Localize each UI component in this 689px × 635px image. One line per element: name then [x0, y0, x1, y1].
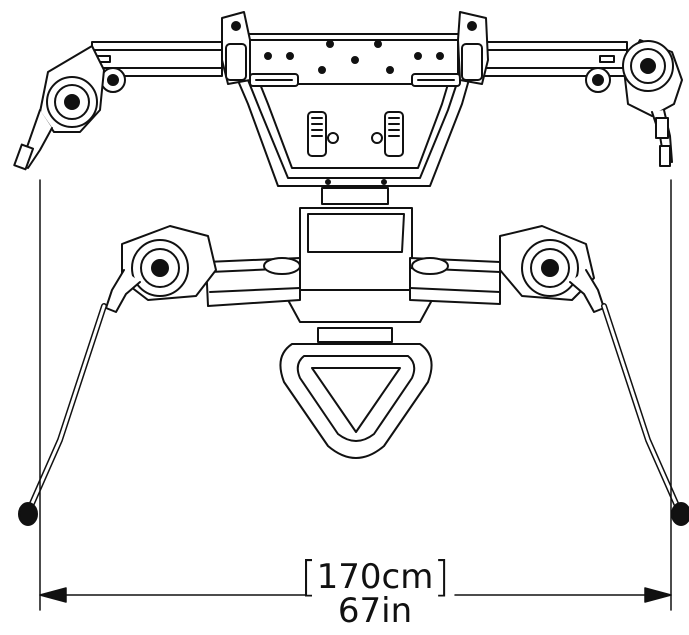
side-arm-left [205, 257, 301, 307]
pulley-top-left [13, 45, 105, 171]
dimension-imperial-label: 67in [337, 591, 413, 631]
arrow-left-icon [39, 587, 67, 603]
main-frame [235, 33, 471, 187]
cable-right [601, 303, 689, 526]
seat-post [287, 187, 433, 343]
pulley-mid-right [499, 225, 605, 313]
dimension-line [39, 179, 672, 611]
seat [279, 343, 433, 459]
side-arm-right [409, 257, 501, 305]
pulley-top-right [622, 39, 683, 167]
dimension-metric-label: [170cm] [300, 552, 450, 601]
pulley-mid-left [105, 225, 217, 313]
top-arm-right [466, 41, 628, 93]
cable-left [18, 303, 107, 526]
upright-left [221, 11, 251, 85]
upright-right [457, 11, 489, 85]
arrow-right-icon [644, 587, 672, 603]
top-arm-left [91, 41, 223, 93]
dimension-metric-value: 170cm [316, 557, 434, 597]
